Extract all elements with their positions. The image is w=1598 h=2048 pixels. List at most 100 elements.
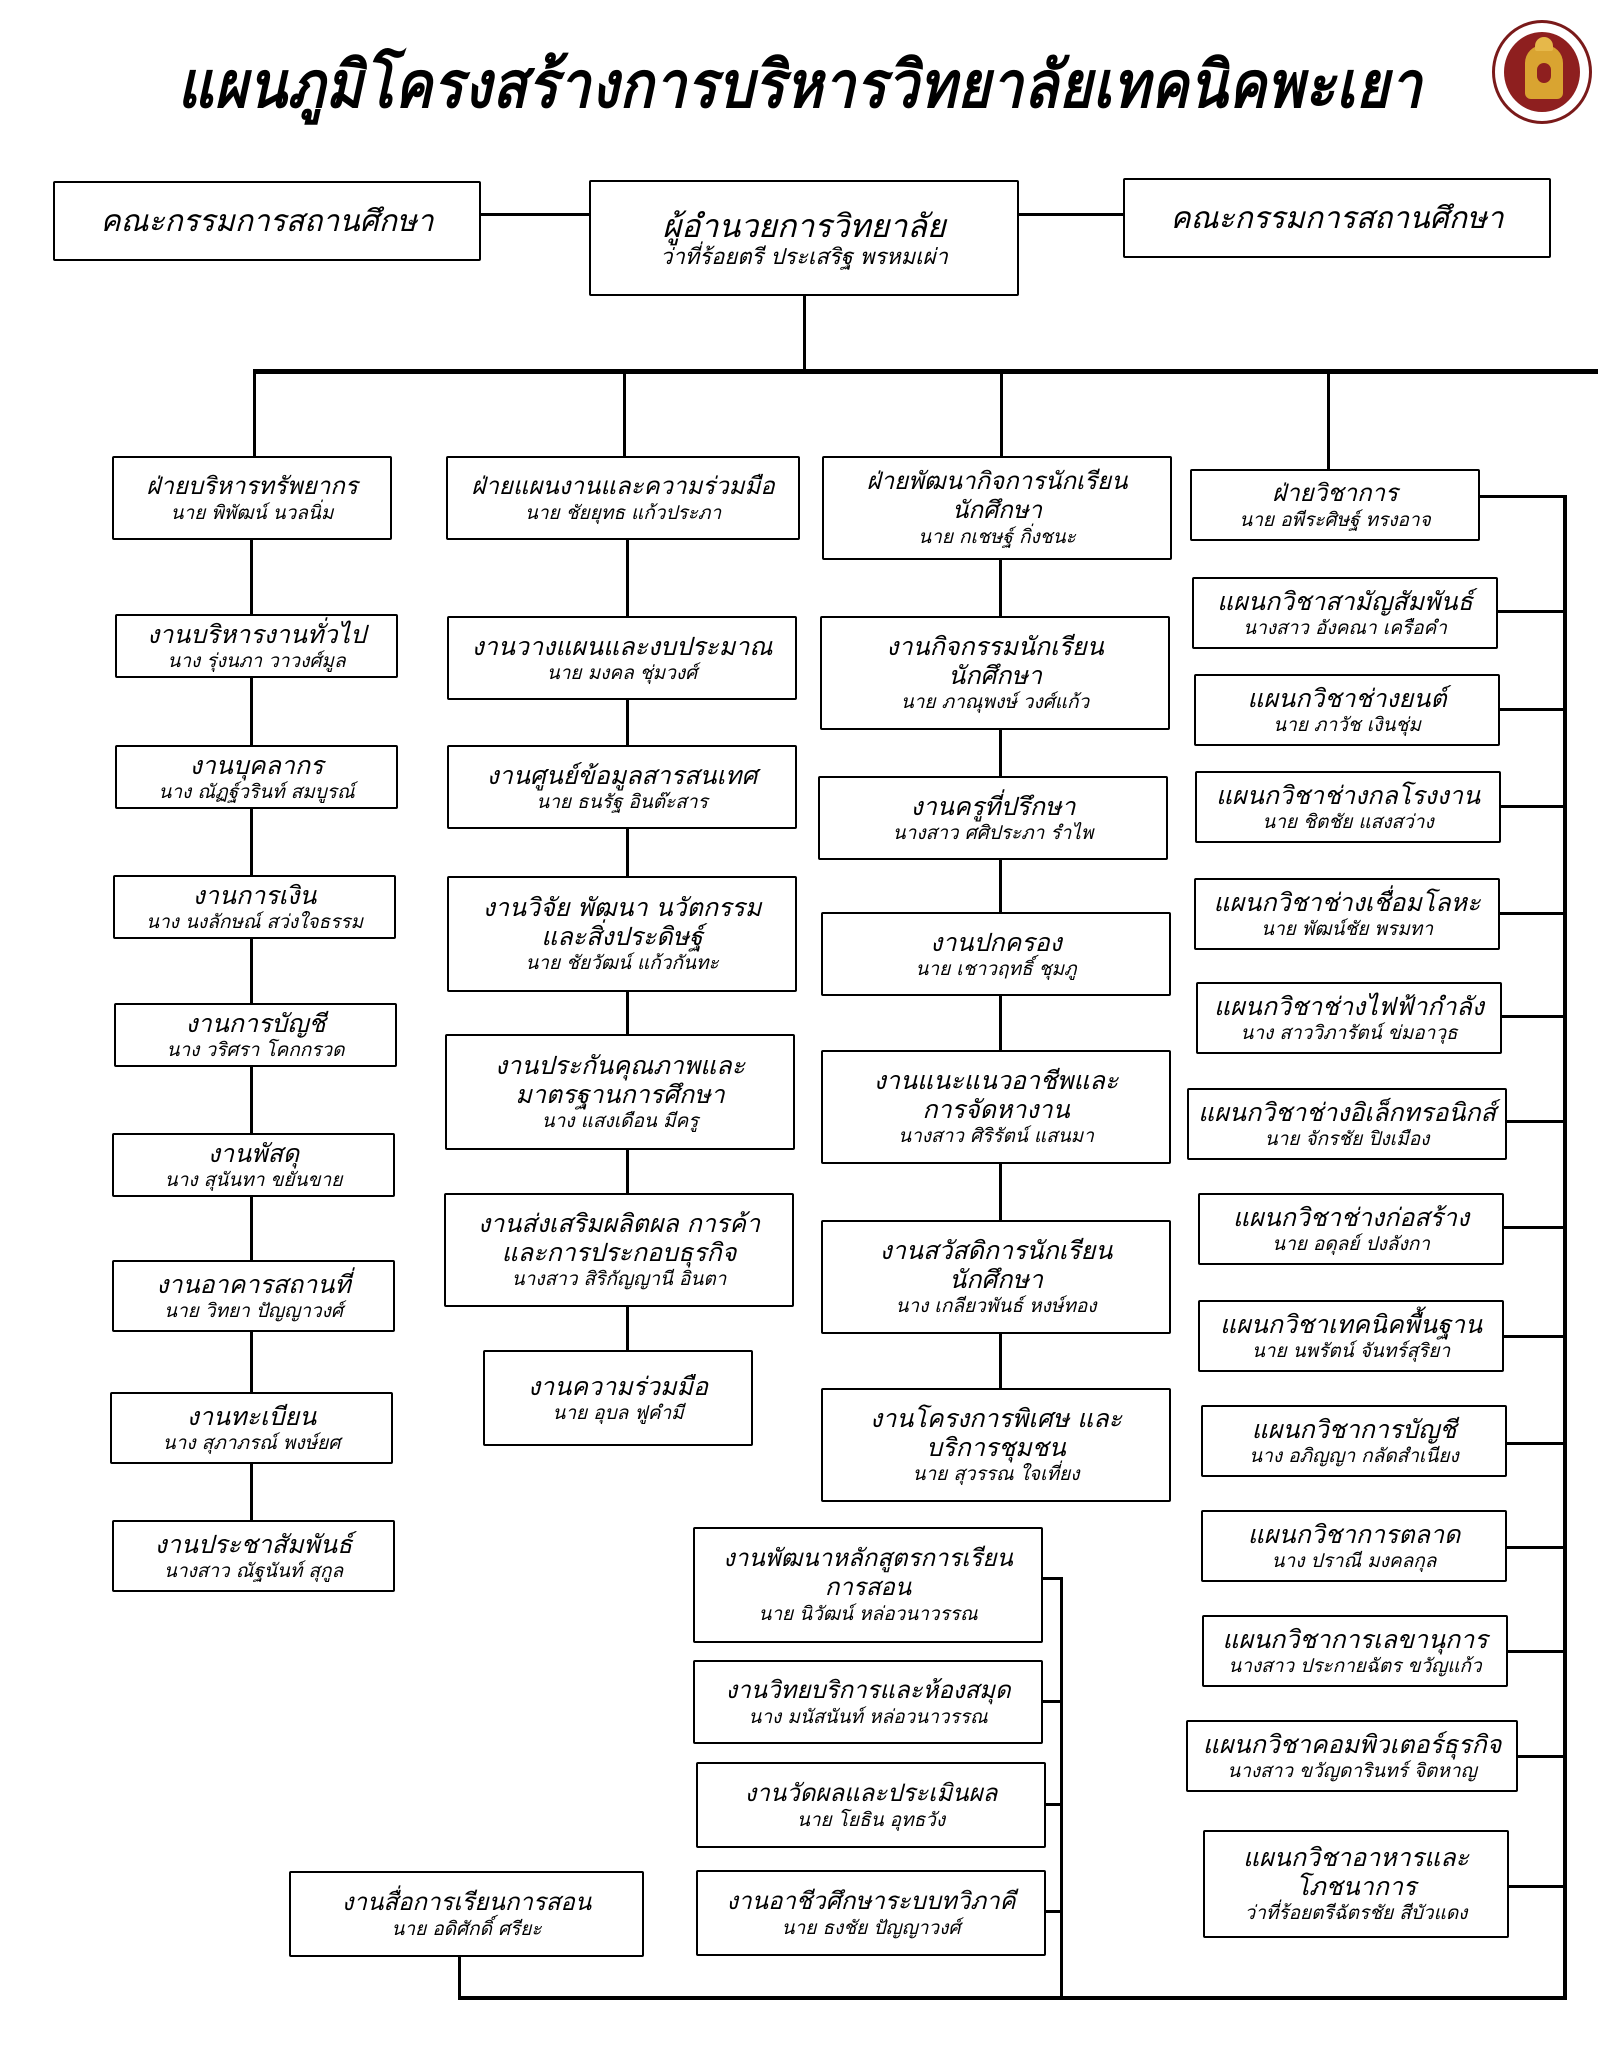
unit-box: งานวางแผนและงบประมาณ นาย มงคล ชุ่มวงศ์ xyxy=(447,616,797,700)
department-box: แผนกวิชาช่างก่อสร้าง นาย อดุลย์ ปงลังกา xyxy=(1198,1193,1504,1265)
department-title: แผนกวิชาคอมพิวเตอร์ธุรกิจ xyxy=(1202,1729,1502,1759)
department-head-name: นาย พัฒน์ชัย พรมทา xyxy=(1260,917,1434,940)
unit-head-name: นางสาว ณัฐนันท์ สุกูล xyxy=(163,1559,344,1582)
unit-title-line2: มาตรฐานการศึกษา xyxy=(515,1080,725,1109)
unit-title-line2: และการประกอบธุรกิจ xyxy=(501,1238,737,1267)
department-title: แผนกวิชาช่างกลโรงงาน xyxy=(1215,780,1481,810)
unit-title-line2: บริการชุมชน xyxy=(926,1433,1066,1462)
unit-head-name: นาย มงคล ชุ่มวงศ์ xyxy=(546,661,698,684)
department-title: แผนกวิชาช่างเชื่อมโลหะ xyxy=(1213,887,1481,917)
unit-box: งานอาคารสถานที่ นาย วิทยา ปัญญาวงศ์ xyxy=(112,1260,395,1332)
college-seal-icon xyxy=(1492,20,1592,124)
unit-box: งานประกันคุณภาพและ มาตรฐานการศึกษา นาง แ… xyxy=(445,1034,795,1150)
connector-div4-right xyxy=(1478,495,1566,498)
department-head-name: นางสาว ขวัญดารินทร์ จิตหาญ xyxy=(1227,1759,1477,1782)
connector-dept11 xyxy=(1507,1650,1565,1653)
unit-box: งานส่งเสริมผลิตผล การค้า และการประกอบธุร… xyxy=(444,1193,794,1307)
division-title: ฝ่ายแผนงานและความร่วมมือ xyxy=(471,471,775,500)
unit-box: งานบุคลากร นาง ณัฏฐ์วรินท์ สมบูรณ์ xyxy=(115,745,398,809)
connector-media-up xyxy=(458,1955,461,1999)
department-box: แผนกวิชาการเลขานุการ นางสาว ประกายฉัตร ข… xyxy=(1202,1615,1508,1687)
department-box: แผนกวิชาช่างยนต์ นาย ภาวัช เงินชุ่ม xyxy=(1194,674,1500,746)
unit-title: งานสวัสดิการนักเรียน xyxy=(879,1236,1113,1265)
board-title: คณะกรรมการสถานศึกษา xyxy=(1170,200,1504,236)
director-box: ผู้อำนวยการวิทยาลัย ว่าที่ร้อยตรี ประเสร… xyxy=(589,180,1019,296)
department-box: แผนกวิชาช่างไฟฟ้ากำลัง นาง สาววิภารัตน์ … xyxy=(1196,982,1502,1054)
director-title: ผู้อำนวยการวิทยาลัย xyxy=(662,207,946,245)
division-box-resources: ฝ่ายบริหารทรัพยากร นาย พิพัฒน์ นวลนิ่ม xyxy=(112,456,392,540)
unit-head-name: นาง รุ่งนภา วาวงศ์มูล xyxy=(167,649,346,672)
academic-unit-box: งานสื่อการเรียนการสอน นาย อดิศักดิ์ ศรีย… xyxy=(289,1871,644,1957)
connector-drop-div1 xyxy=(253,372,256,458)
department-box: แผนกวิชาช่างอิเล็กทรอนิกส์ นาย จักรชัย ป… xyxy=(1187,1088,1507,1160)
connector-dept2 xyxy=(1499,708,1565,711)
unit-head-name: นาย วิทยา ปัญญาวงศ์ xyxy=(164,1299,343,1322)
department-box: แผนกวิชาช่างกลโรงงาน นาย ชิตชัย แสงสว่าง xyxy=(1195,771,1501,843)
department-box: แผนกวิชาการบัญชี นาง อภิญญา กลัดสำเนียง xyxy=(1201,1405,1507,1477)
unit-box: งานสวัสดิการนักเรียน นักศึกษา นาง เกลียว… xyxy=(821,1220,1171,1334)
division-head-name: นาย พิพัฒน์ นวลนิ่ม xyxy=(170,501,334,524)
unit-head-name: นาย อุบล ฟูคำมี xyxy=(552,1401,684,1424)
seal-emblem xyxy=(1525,37,1563,99)
unit-box: งานปกครอง นาย เชาวฤทธิ์ ชุมภู xyxy=(821,912,1171,996)
department-head-name: นาง อภิญญา กลัดสำเนียง xyxy=(1249,1444,1459,1467)
connector-right-spine xyxy=(1563,495,1567,2000)
connector-unit1 xyxy=(1043,1577,1063,1580)
unit-head-name: นางสาว ศิริรัตน์ แสนมา xyxy=(898,1125,1094,1147)
connector-dept4 xyxy=(1499,912,1565,915)
unit-head-name: นาง วริศรา โคกกรวด xyxy=(166,1038,345,1061)
division-head-name: นาย ชัยยุทธ แก้วประภา xyxy=(524,501,722,524)
unit-head-name: นาย ธนรัฐ อินต๊ะสาร xyxy=(536,790,708,813)
academic-unit-box: งานวิทยบริการและห้องสมุด นาง มนัสนันท์ ห… xyxy=(693,1660,1043,1744)
unit-title: งานบริหารงานทั่วไป xyxy=(147,619,366,649)
unit-title: งานวางแผนและงบประมาณ xyxy=(471,631,773,661)
unit-box: งานการบัญชี นาง วริศรา โคกกรวด xyxy=(114,1003,397,1067)
director-name: ว่าที่ร้อยตรี ประเสริฐ พรหมเผ่า xyxy=(660,245,948,270)
unit-box: งานกิจกรรมนักเรียน นักศึกษา นาย ภาณุพงษ์… xyxy=(820,616,1170,730)
connector-dept6 xyxy=(1507,1120,1565,1123)
unit-title: งานโครงการพิเศษ และ xyxy=(870,1404,1122,1433)
unit-title: งานศูนย์ข้อมูลสารสนเทศ xyxy=(486,760,758,790)
academic-unit-box: งานพัฒนาหลักสูตรการเรียน การสอน นาย นิวั… xyxy=(693,1527,1043,1643)
unit-title: งานความร่วมมือ xyxy=(527,1371,709,1401)
connector-dept1 xyxy=(1497,610,1565,613)
department-head-name: นาง ปราณี มงคลกุล xyxy=(1271,1549,1437,1572)
unit-head-name: นาง นงลักษณ์ สว่งใจธรรม xyxy=(145,910,364,933)
division-title: ฝ่ายพัฒนากิจการนักเรียน xyxy=(866,467,1128,495)
unit-box: งานวิจัย พัฒนา นวัตกรรม และสิ่งประดิษฐ์ … xyxy=(447,876,797,992)
division-box-planning: ฝ่ายแผนงานและความร่วมมือ นาย ชัยยุทธ แก้… xyxy=(446,456,800,540)
connector-drop-div2 xyxy=(623,372,626,458)
unit-title: งานบุคลากร xyxy=(189,750,324,780)
unit-title: งานทะเบียน xyxy=(186,1401,317,1431)
unit-head-name: นาง มนัสนันท์ หล่อวนาวรรณ xyxy=(748,1705,988,1728)
unit-head-name: นางสาว ศศิประภา รำไพ xyxy=(892,821,1094,844)
connector-dept8 xyxy=(1503,1335,1565,1338)
department-box: แผนกวิชาช่างเชื่อมโลหะ นาย พัฒน์ชัย พรมท… xyxy=(1194,878,1500,950)
unit-head-name: นาย เชาวฤทธิ์ ชุมภู xyxy=(915,957,1077,980)
department-head-name: นาย นพรัตน์ จันทร์สุริยา xyxy=(1251,1339,1451,1362)
connector-dept7 xyxy=(1503,1226,1565,1229)
unit-title: งานอาคารสถานที่ xyxy=(156,1269,351,1299)
department-title: แผนกวิชาช่างอิเล็กทรอนิกส์ xyxy=(1198,1097,1496,1127)
unit-title: งานประชาสัมพันธ์ xyxy=(154,1529,353,1559)
unit-head-name: นาง เกลียวพันธ์ หงษ์ทอง xyxy=(895,1295,1097,1317)
unit-head-name: นาย สุวรรณ ใจเที่ยง xyxy=(912,1463,1080,1485)
department-box: แผนกวิชาเทคนิคพื้นฐาน นาย นพรัตน์ จันทร์… xyxy=(1198,1300,1504,1372)
board-box-right: คณะกรรมการสถานศึกษา xyxy=(1123,178,1551,258)
department-head-name: นางสาว อังคณา เครือคำ xyxy=(1243,616,1447,639)
department-title: แผนกวิชาการตลาด xyxy=(1247,1519,1461,1549)
division-title-line2: นักศึกษา xyxy=(952,496,1042,524)
connector-main-bus xyxy=(253,369,1598,374)
unit-head-name: นาง แสงเดือน มีครู xyxy=(541,1110,699,1132)
unit-title: งานกิจกรรมนักเรียน xyxy=(886,632,1104,661)
department-head-name: นาย ภาวัช เงินชุ่ม xyxy=(1273,713,1421,736)
unit-title: งานการเงิน xyxy=(192,880,317,910)
unit-box: งานการเงิน นาง นงลักษณ์ สว่งใจธรรม xyxy=(113,875,396,939)
connector-dept5 xyxy=(1501,1015,1565,1018)
connector-dept10 xyxy=(1506,1546,1565,1549)
department-head-name: นางสาว ประกายฉัตร ขวัญแก้ว xyxy=(1228,1654,1482,1677)
department-head-name: ว่าที่ร้อยตรีฉัตรชัย สีบัวแดง xyxy=(1244,1902,1468,1924)
board-title: คณะกรรมการสถานศึกษา xyxy=(100,203,434,239)
connector-director-down xyxy=(803,295,806,373)
unit-title-line2: และสิ่งประดิษฐ์ xyxy=(541,922,703,951)
